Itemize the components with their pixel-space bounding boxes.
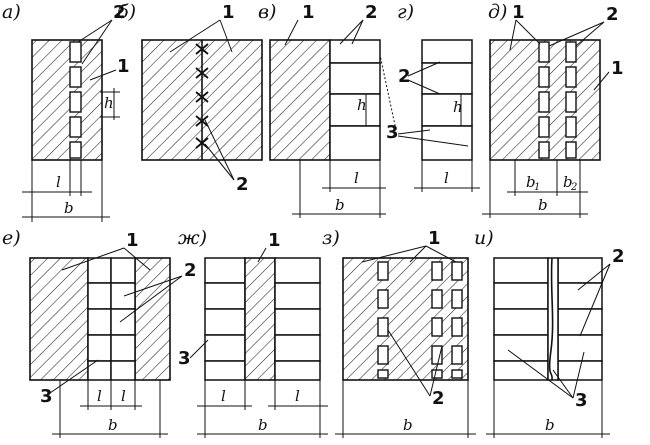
panel-d-callout-1b: 1	[611, 58, 624, 79]
panel-a-callout-2: 2	[113, 2, 126, 23]
panel-a: а) 2 1 h l b	[2, 1, 130, 222]
panel-v-callout-2: 2	[365, 2, 378, 23]
panel-i: и) 2 3 b	[474, 227, 625, 438]
panel-d-bricks-col1	[538, 41, 550, 159]
panel-g-brick	[421, 93, 473, 127]
panel-a-h: h	[104, 94, 114, 112]
panel-zh-wall	[244, 257, 276, 381]
panel-d-label: д)	[488, 1, 507, 23]
panel-a-brick	[69, 91, 82, 113]
panel-i-label: и)	[474, 227, 494, 249]
panel-v-brick	[329, 93, 381, 127]
panel-v-brick	[329, 125, 381, 161]
panel-v: в) 1 2 h l b	[258, 1, 386, 218]
panel-zh-label: ж)	[178, 227, 207, 249]
panel-e-b: b	[108, 416, 118, 434]
panel-v-wall	[269, 39, 331, 161]
panel-v-brick	[329, 62, 381, 95]
panel-i-b: b	[545, 416, 555, 434]
panel-zh-bricks-right	[274, 257, 321, 381]
panel-v-h: h	[357, 96, 367, 114]
panel-a-brick	[69, 41, 82, 63]
panel-z: з) 1 2 b	[322, 227, 476, 438]
panel-i-callout-2: 2	[612, 246, 625, 267]
panel-v-label: в)	[258, 1, 276, 23]
panel-a-b: b	[64, 199, 74, 217]
panel-z-callout-2: 2	[432, 388, 445, 409]
panel-d-b2-sub: 2	[570, 182, 577, 193]
panel-zh-l1: l	[221, 387, 226, 405]
panel-g: г) h 2 3 l	[379, 1, 480, 192]
panel-g-l: l	[444, 169, 449, 187]
panel-e: е) 1 2 3 l l b	[2, 227, 197, 438]
panel-a-brick	[69, 66, 82, 88]
panel-b-callout-1: 1	[222, 2, 235, 23]
panel-g-brick	[421, 39, 473, 64]
panel-v-l: l	[354, 169, 359, 187]
panel-zh-callout-1: 1	[268, 230, 281, 251]
panel-z-wall	[342, 257, 469, 381]
panel-d-b2: b	[563, 173, 573, 191]
panel-d-b: b	[538, 196, 548, 214]
panel-g-label: г)	[397, 1, 414, 23]
panel-b-callout-2: 2	[236, 174, 249, 195]
panel-e-callout-1: 1	[126, 230, 139, 251]
panel-a-callout-1: 1	[117, 56, 130, 77]
panel-g-callout-2: 2	[398, 66, 411, 87]
panel-v-brick	[329, 39, 381, 64]
panel-a-brick	[69, 141, 82, 159]
panel-b-label: б)	[117, 1, 136, 23]
panel-zh-l2: l	[295, 387, 300, 405]
panel-e-l1: l	[97, 387, 102, 405]
panel-d-b1: b	[526, 173, 536, 191]
panel-e-label: е)	[2, 227, 21, 249]
panel-e-callout-3: 3	[40, 386, 53, 407]
panel-d: д) 1 2 1 b 1 b 2 b	[482, 1, 624, 218]
panel-d-bricks-col2	[565, 41, 577, 159]
panel-b: б) 1 2	[117, 1, 263, 195]
panel-a-wall	[31, 39, 103, 161]
panel-g-h: h	[453, 98, 463, 116]
panel-z-bricks	[377, 261, 463, 379]
panel-e-wall-right	[134, 257, 171, 381]
panel-d-callout-2: 2	[606, 4, 619, 25]
panel-e-bricks	[87, 257, 136, 381]
panel-i-callout-3: 3	[575, 390, 588, 411]
panel-d-callout-1: 1	[512, 2, 525, 23]
panel-a-l: l	[56, 173, 61, 191]
panel-d-b1-sub: 1	[534, 182, 540, 193]
panel-z-b: b	[403, 416, 413, 434]
panel-zh-b: b	[258, 416, 268, 434]
panel-g-callout-3: 3	[386, 122, 399, 143]
panel-z-callout-1: 1	[428, 228, 441, 249]
panel-z-label: з)	[322, 227, 340, 249]
panel-zh-callout-3: 3	[178, 348, 191, 369]
panel-e-wall-left	[29, 257, 89, 381]
panel-v-b: b	[335, 196, 345, 214]
panel-e-l2: l	[121, 387, 126, 405]
panel-i-bricks	[493, 257, 603, 381]
panel-a-brick	[69, 116, 82, 138]
panel-e-callout-2: 2	[184, 260, 197, 281]
panel-zh: ж) 1 3 l l b	[178, 227, 328, 438]
panel-i-crack	[548, 257, 554, 381]
panel-zh-bricks-left	[204, 257, 246, 381]
panel-a-label: а)	[2, 1, 21, 23]
panel-v-callout-1: 1	[302, 2, 315, 23]
